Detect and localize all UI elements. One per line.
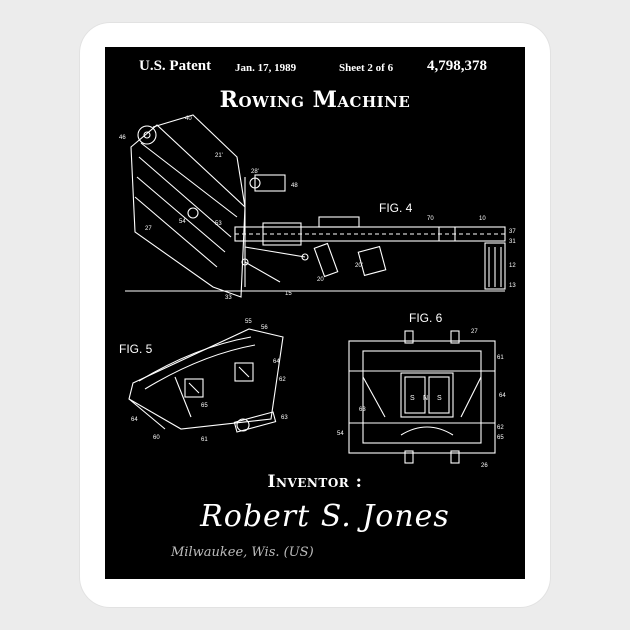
svg-text:21': 21' xyxy=(215,153,223,159)
fig4-label: FIG. 4 xyxy=(379,201,413,215)
fig5-label: FIG. 5 xyxy=(119,342,153,356)
svg-text:27: 27 xyxy=(145,226,152,232)
svg-text:54: 54 xyxy=(179,219,186,225)
svg-text:37: 37 xyxy=(509,229,516,235)
svg-text:S: S xyxy=(437,395,442,402)
svg-text:13: 13 xyxy=(509,283,516,289)
svg-text:63: 63 xyxy=(359,407,366,413)
svg-text:27: 27 xyxy=(471,329,478,335)
svg-text:26: 26 xyxy=(481,463,488,469)
sheet-number: Sheet 2 of 6 xyxy=(339,62,394,74)
svg-text:31: 31 xyxy=(509,239,516,245)
svg-text:62: 62 xyxy=(497,425,504,431)
svg-text:53: 53 xyxy=(215,221,222,227)
svg-text:55: 55 xyxy=(245,319,252,325)
svg-text:10: 10 xyxy=(479,216,486,222)
svg-text:62: 62 xyxy=(279,377,286,383)
svg-text:65: 65 xyxy=(201,403,208,409)
inventor-label: Inventor : xyxy=(267,472,363,492)
fig5-drawing: 55 56 64 62 65 60 64 63 61 xyxy=(128,319,288,443)
fig6-label: FIG. 6 xyxy=(409,311,443,325)
patent-drawings: 46 40 21' 28' 48 53 54 27 70 10 37 31 12 13 20'… xyxy=(119,114,516,469)
svg-text:70: 70 xyxy=(427,216,434,222)
patent-date: Jan. 17, 1989 xyxy=(235,62,297,74)
svg-text:15: 15 xyxy=(285,291,292,297)
svg-text:S: S xyxy=(410,395,415,402)
svg-text:46: 46 xyxy=(119,135,126,141)
svg-text:12: 12 xyxy=(509,263,516,269)
patent-poster: U.S. Patent Jan. 17, 1989 Sheet 2 of 6 4… xyxy=(105,47,525,579)
svg-text:64: 64 xyxy=(273,359,280,365)
svg-text:63: 63 xyxy=(281,415,288,421)
fig4-drawing: 46 40 21' 28' 48 53 54 27 70 10 37 31 12 13 20'… xyxy=(119,114,516,301)
svg-text:60: 60 xyxy=(153,435,160,441)
svg-text:20: 20 xyxy=(317,277,324,283)
svg-text:61: 61 xyxy=(497,355,504,361)
svg-text:20': 20' xyxy=(355,263,363,269)
svg-text:33: 33 xyxy=(225,295,232,301)
patent-label: U.S. Patent xyxy=(139,58,212,74)
poster-title: Rowing Machine xyxy=(219,87,411,113)
svg-text:28': 28' xyxy=(251,169,259,175)
svg-text:56: 56 xyxy=(261,325,268,331)
svg-text:64: 64 xyxy=(499,393,506,399)
svg-text:N: N xyxy=(423,395,428,402)
patent-number: 4,798,378 xyxy=(427,58,487,74)
svg-text:61: 61 xyxy=(201,437,208,443)
svg-text:64: 64 xyxy=(131,417,138,423)
svg-text:48: 48 xyxy=(291,183,298,189)
svg-text:40: 40 xyxy=(185,116,192,122)
inventor-location: Milwaukee, Wis. (US) xyxy=(171,545,314,560)
inventor-signature: Robert S. Jones xyxy=(200,499,450,534)
svg-text:65: 65 xyxy=(497,435,504,441)
fig6-drawing: S N S 27 61 64 62 65 26 54 63 xyxy=(337,329,506,469)
svg-text:54: 54 xyxy=(337,431,344,437)
